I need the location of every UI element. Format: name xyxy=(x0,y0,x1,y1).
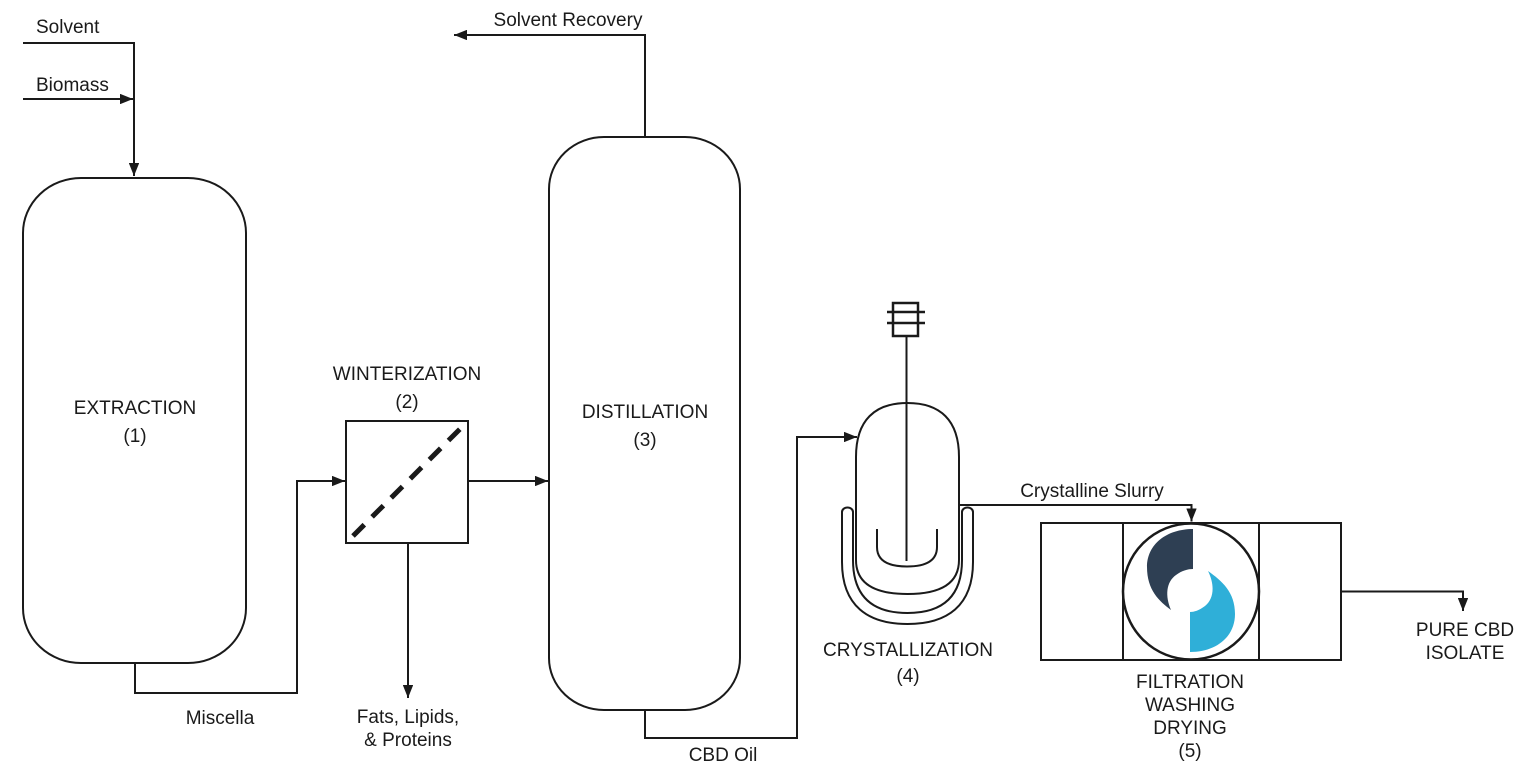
crystallizer-draft-tube xyxy=(876,529,938,568)
fats-lipids-proteins-label: Fats, Lipids, & Proteins xyxy=(357,706,459,752)
crystallization-label: CRYSTALLIZATION (4) xyxy=(823,638,993,690)
extraction-number: (1) xyxy=(123,426,147,447)
pure-cbd-isolate-line xyxy=(1341,590,1469,611)
extraction-name: EXTRACTION xyxy=(73,398,197,419)
filter-drum-circle xyxy=(1121,522,1261,661)
crystallizer-jacket-outer xyxy=(841,512,974,626)
logo-navy-swirl-icon xyxy=(1147,529,1193,610)
crystallizer-jacket-rim xyxy=(841,506,974,513)
distillation-name: DISTILLATION xyxy=(581,402,709,423)
filtration-line-2: WASHING xyxy=(1144,695,1236,716)
filtration-line-1: FILTRATION xyxy=(1135,672,1245,693)
filtration-line-3: DRYING xyxy=(1153,718,1227,739)
winterization-filter-diagonal xyxy=(351,426,463,538)
crystallizer-jacket-inner xyxy=(852,512,963,615)
crystalline-slurry-label: Crystalline Slurry xyxy=(1020,481,1164,502)
miscella-label: Miscella xyxy=(185,708,255,729)
logo-blue-swirl-icon xyxy=(1190,571,1235,652)
cbd-oil-label: CBD Oil xyxy=(688,745,758,766)
winterization-label: WINTERIZATION (2) xyxy=(333,361,481,417)
solvent-recovery-label: Solvent Recovery xyxy=(493,10,643,31)
solvent-feed-line xyxy=(23,42,140,176)
agitator-motor-icon xyxy=(887,301,925,338)
pure-cbd-line-2: ISOLATE xyxy=(1425,643,1505,664)
pure-cbd-isolate-label: PURE CBD ISOLATE xyxy=(1416,619,1514,665)
miscella-line xyxy=(134,475,345,694)
crystallization-name: CRYSTALLIZATION xyxy=(823,640,993,661)
distillation-number: (3) xyxy=(633,430,657,451)
crystalline-slurry-line xyxy=(959,504,1197,522)
solvent-label: Solvent xyxy=(36,17,100,38)
fats-line-2: & Proteins xyxy=(364,730,452,751)
filtration-label: FILTRATION WASHING DRYING (5) xyxy=(1136,671,1244,763)
solvent-recovery-line xyxy=(454,29,646,138)
filter-logo-icon xyxy=(1147,529,1235,652)
cbd-oil-line xyxy=(644,431,857,739)
biomass-label: Biomass xyxy=(36,75,109,96)
pure-cbd-line-1: PURE CBD xyxy=(1415,620,1515,641)
filtration-number: (5) xyxy=(1178,741,1202,762)
winterization-name: WINTERIZATION xyxy=(332,364,482,385)
distillation-label: DISTILLATION (3) xyxy=(582,399,708,455)
extraction-label: EXTRACTION (1) xyxy=(74,395,196,451)
crystallizer-vessel xyxy=(855,401,960,596)
fats-line-1: Fats, Lipids, xyxy=(356,707,460,728)
crystallization-number: (4) xyxy=(896,666,920,687)
winterization-number: (2) xyxy=(395,392,419,413)
